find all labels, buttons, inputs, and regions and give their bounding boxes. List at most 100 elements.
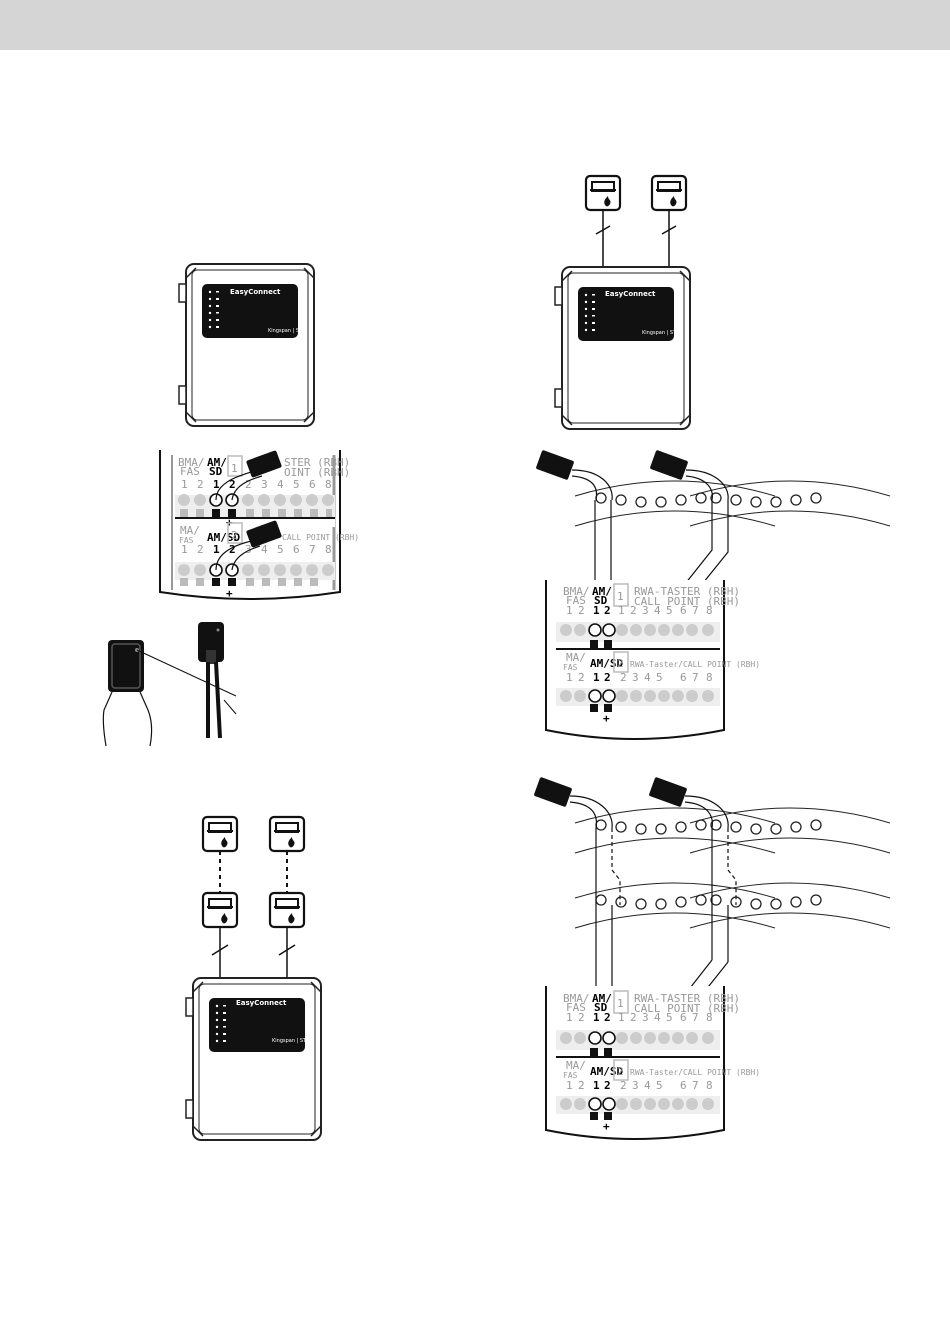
detector-ll-2-bottom bbox=[268, 891, 306, 929]
svg-text:8: 8 bbox=[706, 671, 713, 684]
enclosure-logo-bottom: Kingspan | STG bbox=[272, 1038, 310, 1044]
svg-text:2: 2 bbox=[245, 478, 252, 491]
svg-text:SD: SD bbox=[594, 1001, 608, 1014]
svg-text:3: 3 bbox=[642, 1011, 649, 1024]
svg-text:3: 3 bbox=[245, 543, 252, 556]
svg-text:AM/: AM/ bbox=[592, 585, 612, 598]
svg-text:4: 4 bbox=[654, 604, 661, 617]
svg-text:2: 2 bbox=[197, 478, 204, 491]
svg-text:1: 1 bbox=[181, 543, 188, 556]
svg-text:8: 8 bbox=[325, 543, 332, 556]
zone2-left-label-a: MA/ bbox=[180, 524, 200, 537]
svg-text:3: 3 bbox=[261, 478, 268, 491]
svg-text:1: 1 bbox=[593, 671, 600, 684]
svg-text:4: 4 bbox=[277, 478, 284, 491]
header-bar bbox=[0, 0, 950, 50]
svg-text:6: 6 bbox=[680, 671, 687, 684]
svg-text:1: 1 bbox=[566, 604, 573, 617]
svg-text:3: 3 bbox=[632, 671, 639, 684]
terminal-panel-upper-right: BMA/ FAS AM/ SD 1 RWA-TASTER (RBH) CALL … bbox=[545, 580, 760, 740]
svg-text:6: 6 bbox=[293, 543, 300, 556]
svg-text:5: 5 bbox=[666, 1011, 673, 1024]
svg-text:2: 2 bbox=[620, 671, 627, 684]
svg-text:AM/SD: AM/SD bbox=[590, 1065, 623, 1078]
svg-text:4: 4 bbox=[261, 543, 268, 556]
svg-text:5: 5 bbox=[656, 671, 663, 684]
svg-text:1: 1 bbox=[566, 1011, 573, 1024]
terminal-panel-left: BMA/ FAS AM/ SD 1 STER (RBH) OINT (RBH) … bbox=[159, 450, 359, 600]
svg-text:AM/SD: AM/SD bbox=[590, 657, 623, 670]
zone2-title-right-2: RWA-Taster/CALL POINT (RBH) bbox=[630, 1068, 760, 1077]
svg-text:1: 1 bbox=[181, 478, 188, 491]
svg-text:2: 2 bbox=[604, 1011, 611, 1024]
zone1-left-label-a: BMA/ bbox=[178, 456, 205, 469]
svg-text:4: 4 bbox=[644, 1079, 651, 1092]
svg-text:+: + bbox=[603, 1120, 610, 1133]
zone2-title: CALL POINT (RBH) bbox=[282, 533, 359, 542]
key-switch-detail bbox=[102, 622, 237, 747]
svg-text:MA/: MA/ bbox=[566, 1059, 586, 1072]
svg-text:AM/: AM/ bbox=[592, 992, 612, 1005]
svg-text:1: 1 bbox=[213, 543, 220, 556]
zone2-am-sd: AM/SD bbox=[207, 531, 240, 544]
svg-text:2: 2 bbox=[578, 1011, 585, 1024]
svg-text:1: 1 bbox=[213, 478, 220, 491]
enclosure-brand-bottom: EasyConnect bbox=[236, 999, 287, 1007]
svg-text:2: 2 bbox=[229, 543, 236, 556]
svg-text:SD: SD bbox=[594, 594, 608, 607]
svg-text:1: 1 bbox=[593, 604, 600, 617]
enclosure-brand: EasyConnect bbox=[230, 288, 281, 296]
zone1-title2-right-2: CALL POINT (RBH) bbox=[634, 1002, 740, 1015]
svg-text:7: 7 bbox=[692, 1011, 699, 1024]
svg-text:5: 5 bbox=[666, 604, 673, 617]
svg-text:2: 2 bbox=[197, 543, 204, 556]
zone1-title-right-2: RWA-TASTER (RBH) bbox=[634, 992, 740, 1005]
svg-text:2: 2 bbox=[617, 657, 624, 670]
svg-text:1: 1 bbox=[618, 604, 625, 617]
svg-text:8: 8 bbox=[706, 1011, 713, 1024]
svg-text:2: 2 bbox=[604, 671, 611, 684]
svg-text:5: 5 bbox=[293, 478, 300, 491]
detector-ll-1-bottom bbox=[201, 891, 239, 929]
svg-text:6: 6 bbox=[680, 1011, 687, 1024]
svg-text:1: 1 bbox=[618, 1011, 625, 1024]
svg-text:7: 7 bbox=[692, 604, 699, 617]
terminal-panel-lower-right: BMA/ FAS AM/ SD 1 RWA-TASTER (RBH) CALL … bbox=[545, 986, 760, 1140]
svg-text:+: + bbox=[603, 712, 610, 725]
svg-text:FAS: FAS bbox=[566, 594, 586, 607]
svg-text:1: 1 bbox=[566, 1079, 573, 1092]
detector-ur-2 bbox=[650, 174, 688, 212]
zone1-title2-right: CALL POINT (RBH) bbox=[634, 595, 740, 608]
svg-text:8: 8 bbox=[325, 478, 332, 491]
detector-ll-1-top bbox=[201, 815, 239, 853]
svg-text:FAS: FAS bbox=[566, 1001, 586, 1014]
svg-text:BMA/: BMA/ bbox=[563, 992, 590, 1005]
zone2-number: 2 bbox=[231, 529, 238, 542]
svg-text:1: 1 bbox=[593, 1011, 600, 1024]
zone1-title-right: RWA-TASTER (RBH) bbox=[634, 585, 740, 598]
svg-text:6: 6 bbox=[680, 604, 687, 617]
svg-text:BMA/: BMA/ bbox=[563, 585, 590, 598]
svg-text:3: 3 bbox=[632, 1079, 639, 1092]
svg-text:MA/: MA/ bbox=[566, 651, 586, 664]
svg-text:7: 7 bbox=[692, 671, 699, 684]
zone1-number: 1 bbox=[231, 462, 238, 475]
svg-text:8: 8 bbox=[706, 604, 713, 617]
svg-text:8: 8 bbox=[706, 1079, 713, 1092]
svg-text:1: 1 bbox=[617, 997, 624, 1010]
svg-text:5: 5 bbox=[277, 543, 284, 556]
zone1-am-sd-b: SD bbox=[209, 465, 223, 478]
zone1-am-sd-a: AM/ bbox=[207, 456, 227, 469]
svg-text:2: 2 bbox=[620, 1079, 627, 1092]
svg-text:FAS: FAS bbox=[563, 1071, 578, 1080]
svg-text:6: 6 bbox=[309, 478, 316, 491]
svg-text:2: 2 bbox=[578, 671, 585, 684]
svg-text:2: 2 bbox=[617, 1065, 624, 1078]
svg-text:7: 7 bbox=[309, 543, 316, 556]
svg-text:5: 5 bbox=[656, 1079, 663, 1092]
svg-text:+: + bbox=[226, 587, 233, 600]
svg-text:2: 2 bbox=[630, 604, 637, 617]
enclosure-logo-right: Kingspan | STG bbox=[642, 330, 680, 336]
enclosure-logo: Kingspan | STG bbox=[268, 328, 306, 334]
svg-text:6: 6 bbox=[680, 1079, 687, 1092]
